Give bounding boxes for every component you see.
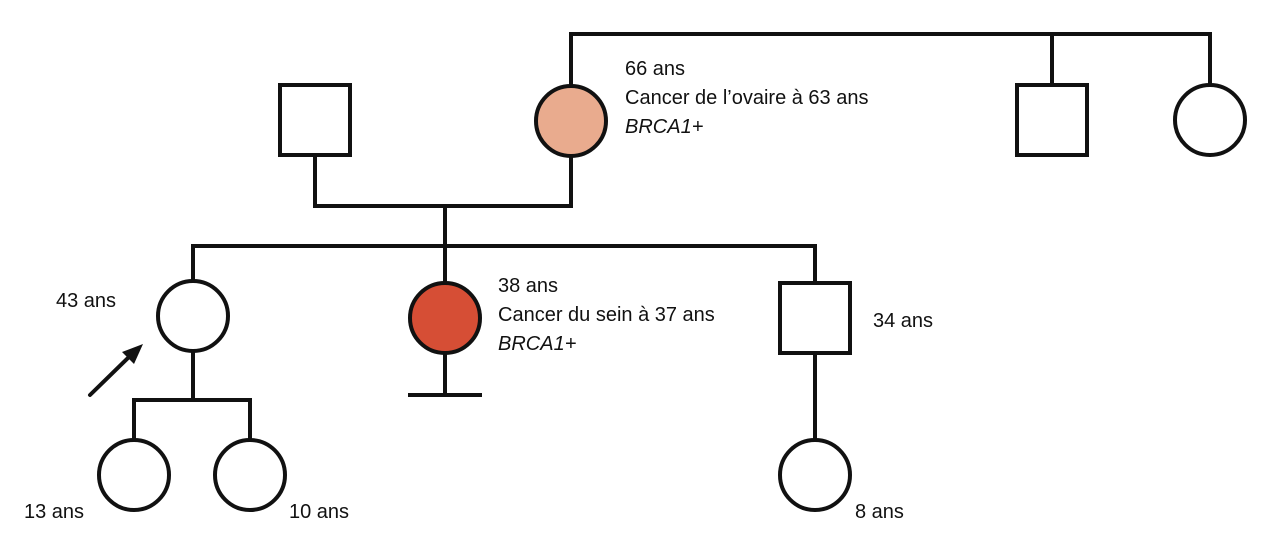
grandmother-diagnosis: Cancer de l’ovaire à 63 ans — [625, 87, 868, 109]
daughter2-age: 10 ans — [289, 501, 349, 523]
niece-age: 8 ans — [855, 501, 904, 523]
niece-circle — [778, 438, 852, 512]
proband-age: 43 ans — [56, 290, 116, 312]
grandmother-genotype: BRCA1+ — [625, 116, 703, 138]
sister-circle — [408, 281, 482, 355]
sister-diagnosis: Cancer du sein à 37 ans — [498, 304, 715, 326]
daughter1-circle — [97, 438, 171, 512]
sister-genotype: BRCA1+ — [498, 333, 576, 355]
sister-age: 38 ans — [498, 275, 558, 297]
great-aunt-circle — [1173, 83, 1247, 157]
proband-arrow-icon — [88, 344, 143, 397]
grandfather-square — [278, 83, 352, 157]
pedigree-lines — [132, 32, 1212, 442]
brother-age: 34 ans — [873, 310, 933, 332]
great-uncle-square — [1015, 83, 1089, 157]
daughter1-age: 13 ans — [24, 501, 84, 523]
daughter2-circle — [213, 438, 287, 512]
grandmother-age: 66 ans — [625, 58, 685, 80]
grandmother-circle — [534, 84, 608, 158]
brother-square — [778, 281, 852, 355]
proband-circle — [156, 279, 230, 353]
